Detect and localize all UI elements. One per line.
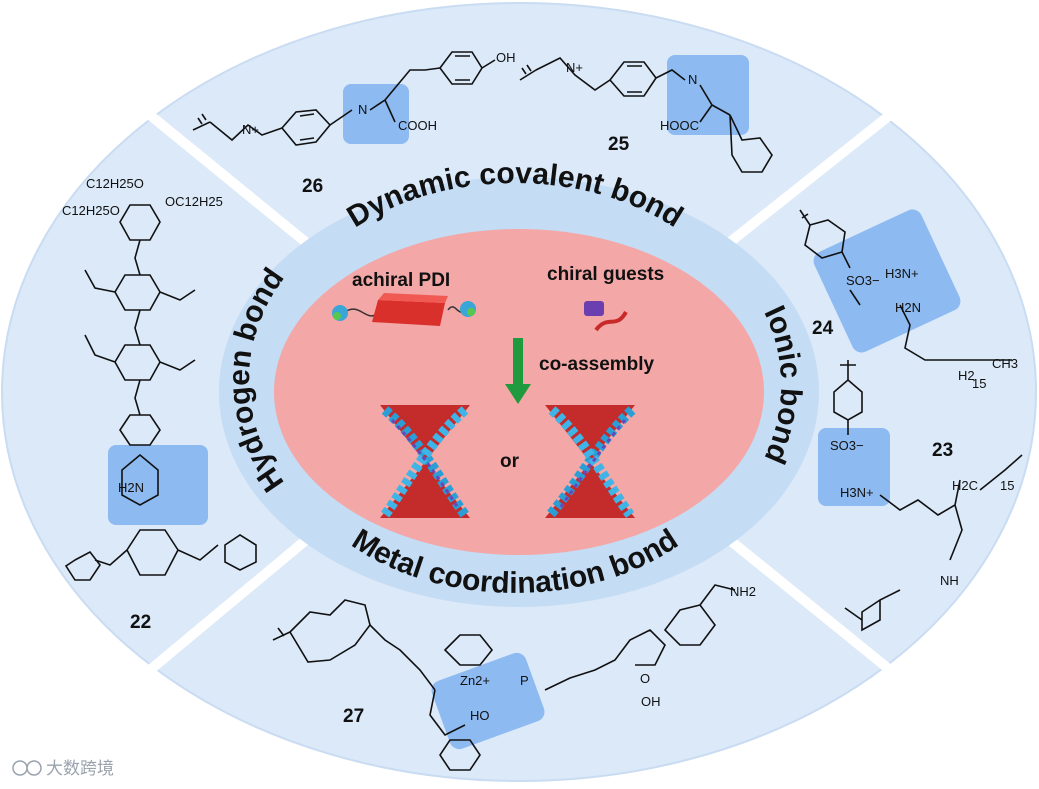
cooh-label-26: COOH — [398, 118, 437, 133]
n-plus-label-25: N+ — [566, 60, 583, 75]
compound-number-23: 23 — [932, 440, 953, 461]
compound-number-27: 27 — [343, 706, 364, 727]
divider-se — [701, 516, 894, 674]
subscript-15-b: 15 — [1000, 478, 1014, 493]
h3n-label-23: H3N+ — [840, 485, 874, 500]
zn-label-27: Zn2+ — [460, 673, 490, 688]
n-plus-label-26: N+ — [242, 122, 259, 137]
compound-number-22: 22 — [130, 612, 151, 633]
so3-label-23: SO3− — [830, 438, 864, 453]
so3-label-24: SO3− — [846, 273, 880, 288]
chiral-guest-illustration — [584, 301, 628, 332]
divider-sw — [146, 516, 334, 674]
helix-left-illustration — [380, 405, 470, 518]
c12h25o-label-a: C12H25O — [86, 176, 144, 191]
p-label-27: P — [520, 673, 529, 688]
ho-label-27: HO — [470, 708, 490, 723]
h3n-label-24: H3N+ — [885, 266, 919, 281]
h2c-label-23: H2C — [952, 478, 978, 493]
label-or: or — [500, 451, 520, 472]
h2n-label-22: H2N — [118, 480, 144, 495]
h2n-label-24: H2N — [895, 300, 921, 315]
compound-number-25: 25 — [608, 134, 630, 155]
subscript-15-a: 15 — [972, 376, 986, 391]
compound-23-structure: SO3− H3N+ H2C 15 NH 23 — [818, 360, 1023, 632]
oh-label-26: OH — [496, 50, 516, 65]
label-achiral-pdi: achiral PDI — [352, 270, 450, 291]
pdi-molecule-illustration — [332, 293, 476, 326]
label-coassembly: co-assembly — [539, 354, 655, 375]
compound-number-26: 26 — [302, 176, 323, 197]
h2-label-24: H2 — [958, 368, 975, 383]
compound-25-structure: N+ N HOOC 25 — [519, 55, 773, 173]
coassembly-arrow — [505, 338, 531, 404]
watermark-text: 大数跨境 — [46, 759, 114, 778]
label-chiral-guests: chiral guests — [547, 264, 664, 285]
imine-n-label-26: N — [358, 102, 367, 117]
divider-nw — [146, 111, 334, 266]
c12h25o-label-b: C12H25O — [62, 203, 120, 218]
compound-27-structure: Zn2+ P HO O NH2 OH 27 — [272, 584, 756, 771]
nh-label-23: NH — [940, 573, 959, 588]
compound-24-structure: SO3− H3N+ H2N CH3 H2 15 24 — [799, 209, 1018, 391]
watermark: 大数跨境 — [12, 759, 114, 778]
compound-26-structure: N+ N COOH OH 26 — [192, 50, 516, 197]
o-label-27: O — [640, 671, 650, 686]
compound-22-structure: C12H25O OC12H25 C12H25O H2N 22 — [62, 176, 257, 633]
hooc-label-25: HOOC — [660, 118, 699, 133]
imine-n-label-25: N — [688, 72, 697, 87]
ch3-label-24: CH3 — [992, 356, 1018, 371]
divider-ne — [701, 111, 894, 266]
helix-right-illustration — [545, 405, 636, 519]
nh2-label-27: NH2 — [730, 584, 756, 599]
oc12h25-label: OC12H25 — [165, 194, 223, 209]
oh-label-27: OH — [641, 694, 661, 709]
compound-number-24: 24 — [812, 318, 834, 339]
